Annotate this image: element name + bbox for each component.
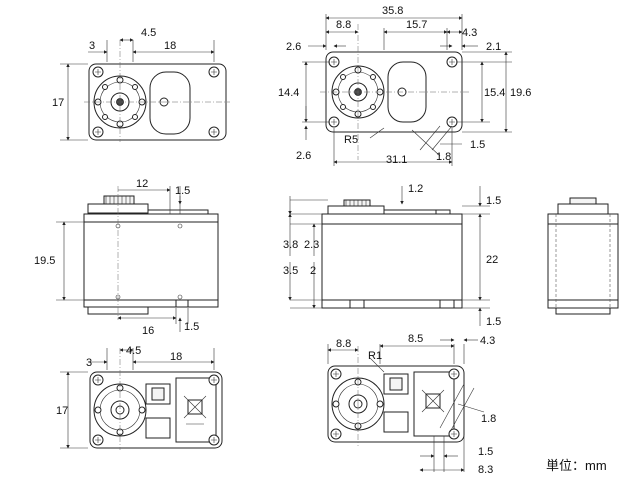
dim-1-5: 1.5 bbox=[478, 446, 493, 458]
dim-18: 18 bbox=[170, 351, 182, 363]
dim-19-5: 19.5 bbox=[34, 255, 55, 267]
dim-15-4: 15.4 bbox=[484, 87, 505, 99]
dim-17: 17 bbox=[52, 97, 64, 109]
dim-2-6-top: 2.6 bbox=[286, 41, 301, 53]
dim-17: 17 bbox=[56, 405, 68, 417]
side-view-left: 12 1.5 19.5 16 1.5 bbox=[34, 178, 219, 337]
unit-label: 単位：mm bbox=[546, 458, 607, 473]
dim-8-3: 8.3 bbox=[478, 464, 493, 476]
dim-2: 2 bbox=[310, 265, 316, 277]
dim-15-7: 15.7 bbox=[406, 19, 427, 31]
dim-r5: R5 bbox=[344, 134, 358, 146]
screw-icon bbox=[92, 66, 220, 138]
dim-14-4: 14.4 bbox=[278, 87, 299, 99]
bottom-view-right: 8.8 8.5 4.3 R1 1.8 1.5 8.3 bbox=[327, 333, 496, 476]
side-view-center: 1.2 1.5 3.8 2.3 22 3.5 2 1.5 bbox=[283, 183, 501, 328]
dim-1-8: 1.8 bbox=[481, 413, 496, 425]
dim-1-8: 1.8 bbox=[436, 151, 451, 163]
end-view-right bbox=[547, 197, 619, 315]
dim-35-8: 35.8 bbox=[382, 5, 403, 17]
dim-3-5: 3.5 bbox=[283, 265, 298, 277]
dim-r1: R1 bbox=[368, 350, 382, 362]
bottom-view-left: 3 4.5 18 17 bbox=[56, 345, 223, 450]
dim-3-8: 3.8 bbox=[283, 239, 298, 251]
screw-icon bbox=[330, 368, 460, 440]
dim-8-8: 8.8 bbox=[336, 338, 351, 350]
screw-icon bbox=[92, 374, 220, 446]
dim-4-3: 4.3 bbox=[462, 27, 477, 39]
dim-2-3: 2.3 bbox=[304, 239, 319, 251]
dim-8-8: 8.8 bbox=[336, 19, 351, 31]
dim-1-5-top: 1.5 bbox=[486, 195, 501, 207]
dim-1-5: 1.5 bbox=[470, 139, 485, 151]
crossed-bin-icon bbox=[183, 395, 207, 419]
dim-1-5-top: 1.5 bbox=[175, 185, 190, 197]
dim-4-3: 4.3 bbox=[480, 335, 495, 347]
dim-8-5: 8.5 bbox=[408, 333, 423, 345]
dim-2-1: 2.1 bbox=[486, 41, 501, 53]
dim-31-1: 31.1 bbox=[386, 154, 407, 166]
screw-icon bbox=[328, 56, 458, 128]
dim-1-5-bottom: 1.5 bbox=[486, 316, 501, 328]
dim-4-5: 4.5 bbox=[141, 27, 156, 39]
top-view-left: 3 4.5 18 17 bbox=[52, 27, 230, 142]
dim-19-6: 19.6 bbox=[510, 87, 531, 99]
crossed-bin-icon bbox=[421, 389, 445, 413]
dim-22: 22 bbox=[486, 254, 498, 266]
dim-3: 3 bbox=[89, 40, 95, 52]
top-view-right: 35.8 8.8 15.7 4.3 2.6 2.1 14.4 15.4 19.6… bbox=[278, 5, 531, 166]
dim-1-2: 1.2 bbox=[408, 183, 423, 195]
dim-4-5: 4.5 bbox=[126, 345, 141, 357]
dim-18: 18 bbox=[164, 40, 176, 52]
dim-1-5-bottom: 1.5 bbox=[184, 321, 199, 333]
dim-3: 3 bbox=[86, 357, 92, 369]
dim-16: 16 bbox=[142, 325, 154, 337]
dim-12: 12 bbox=[136, 178, 148, 190]
dim-2-6-bottom: 2.6 bbox=[296, 150, 311, 162]
